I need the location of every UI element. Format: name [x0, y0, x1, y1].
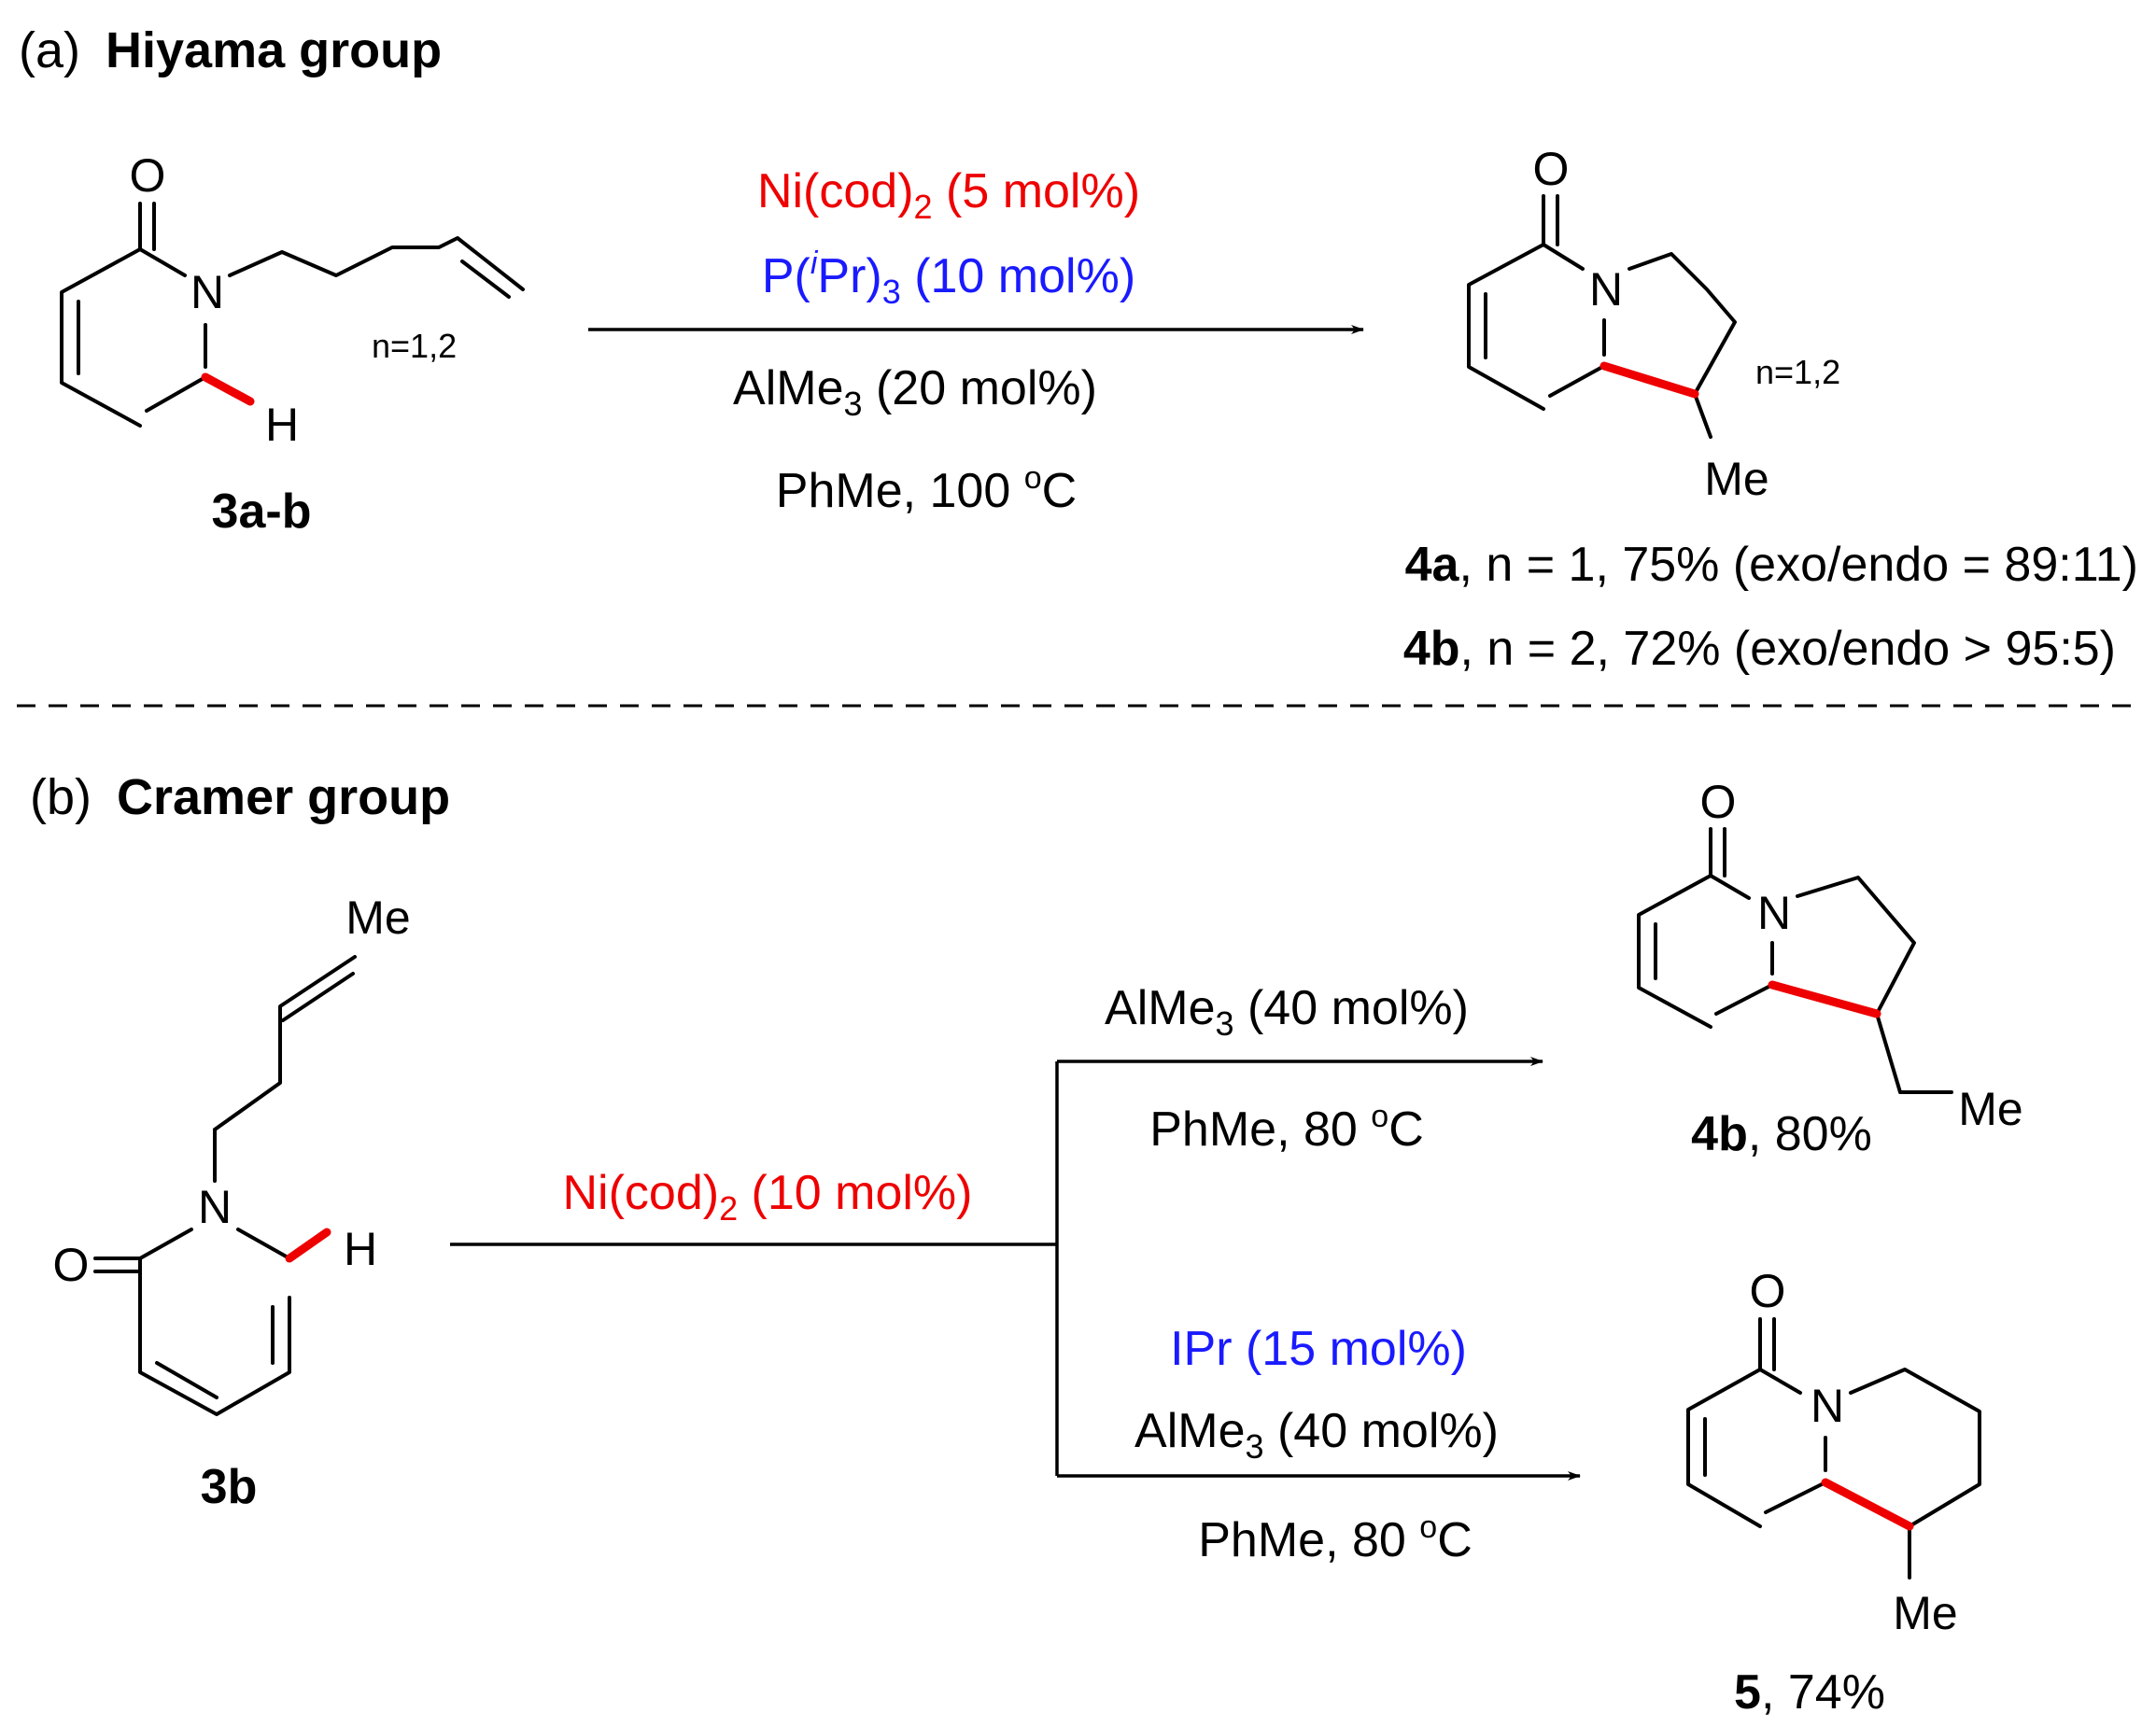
- solvent-temperature-a: PhMe, 100 oC: [776, 460, 1077, 518]
- lower-ligand-ipr: IPr (15 mol%): [1170, 1322, 1467, 1376]
- upper-lewis-acid: AlMe3 (40 mol%): [1105, 981, 1469, 1043]
- upper-solvent-temperature: PhMe, 80 oC: [1149, 1099, 1424, 1157]
- product-5-label: 5, 74%: [1734, 1665, 1885, 1720]
- product-4a-4b: O N Me n=1,2 4a, n = 1, 75% (exo/endo = …: [1403, 143, 2138, 676]
- substrate-3a-b-n-subscript: n=1,2: [372, 327, 457, 365]
- product-4b-result: 4b, n = 2, 72% (exo/endo > 95:5): [1403, 622, 2116, 676]
- substrate-3b-n-atom: N: [198, 1181, 232, 1233]
- section-b: (b) Cramer group Me N O H 3b Ni(cod)2: [30, 769, 2023, 1720]
- product-4a-me-group: Me: [1704, 453, 1768, 505]
- product-4a-n-subscript: n=1,2: [1755, 353, 1840, 391]
- lower-lewis-acid: AlMe3 (40 mol%): [1134, 1404, 1499, 1466]
- section-b-letter: (b): [30, 769, 92, 825]
- substrate-3b-me-group: Me: [345, 892, 410, 944]
- highlighted-cc-bond-5: [1821, 1478, 1914, 1531]
- highlighted-cc-bond-4b: [1768, 980, 1881, 1018]
- section-a-title: Hiyama group: [106, 22, 442, 78]
- product-4a-n-atom: N: [1589, 263, 1623, 316]
- substrate-3a-b-n-atom: N: [190, 266, 224, 318]
- lewis-acid-almea: AlMe3 (20 mol%): [733, 361, 1097, 423]
- product-5-lower: O N Me 5, 74%: [1686, 1265, 1981, 1720]
- ligand-pipr3-a: P(iPr)3 (10 mol%): [762, 246, 1135, 311]
- substrate-3b: Me N O H 3b: [53, 892, 411, 1514]
- catalyst-ni-cod-a: Ni(cod)2 (5 mol%): [757, 164, 1140, 226]
- substrate-3b-o-atom: O: [53, 1239, 90, 1291]
- substrate-3a-b: O N H n=1,2 3a-b: [60, 149, 525, 539]
- substrate-3b-h-atom: H: [344, 1223, 377, 1275]
- highlighted-ch-bond-3b: [285, 1228, 331, 1263]
- section-b-title: Cramer group: [117, 769, 450, 825]
- product-4b-n-atom: N: [1757, 887, 1791, 939]
- lower-solvent-temperature: PhMe, 80 oC: [1198, 1509, 1473, 1567]
- product-5-n-atom: N: [1811, 1380, 1844, 1432]
- highlighted-ch-bond-3a-b: [201, 372, 255, 406]
- substrate-3b-label: 3b: [201, 1460, 258, 1514]
- section-a: (a) Hiyama group O N H n=1,2 3a-b Ni(cod…: [19, 22, 2138, 676]
- highlighted-cc-bond-4a-4b: [1599, 361, 1699, 399]
- product-4b-o-atom: O: [1700, 776, 1737, 828]
- substrate-3a-b-o-atom: O: [130, 149, 166, 202]
- product-4b-label: 4b, 80%: [1691, 1107, 1872, 1161]
- product-4a-o-atom: O: [1533, 143, 1570, 195]
- section-a-letter: (a): [19, 22, 80, 78]
- product-4b-me-group: Me: [1958, 1083, 2022, 1135]
- section-a-heading: (a) Hiyama group: [19, 22, 442, 78]
- product-4a-result: 4a, n = 1, 75% (exo/endo = 89:11): [1405, 538, 2138, 592]
- product-5-o-atom: O: [1750, 1265, 1786, 1317]
- conditions-a: Ni(cod)2 (5 mol%) P(iPr)3 (10 mol%) AlMe…: [733, 164, 1140, 518]
- product-4b-upper: O N Me 4b, 80%: [1637, 776, 2023, 1161]
- product-5-me-group: Me: [1893, 1587, 1957, 1639]
- substrate-3a-b-h-atom: H: [265, 399, 299, 451]
- substrate-3a-b-label: 3a-b: [212, 484, 312, 539]
- catalyst-ni-cod-b: Ni(cod)2 (10 mol%): [562, 1166, 972, 1228]
- section-b-heading: (b) Cramer group: [30, 769, 450, 825]
